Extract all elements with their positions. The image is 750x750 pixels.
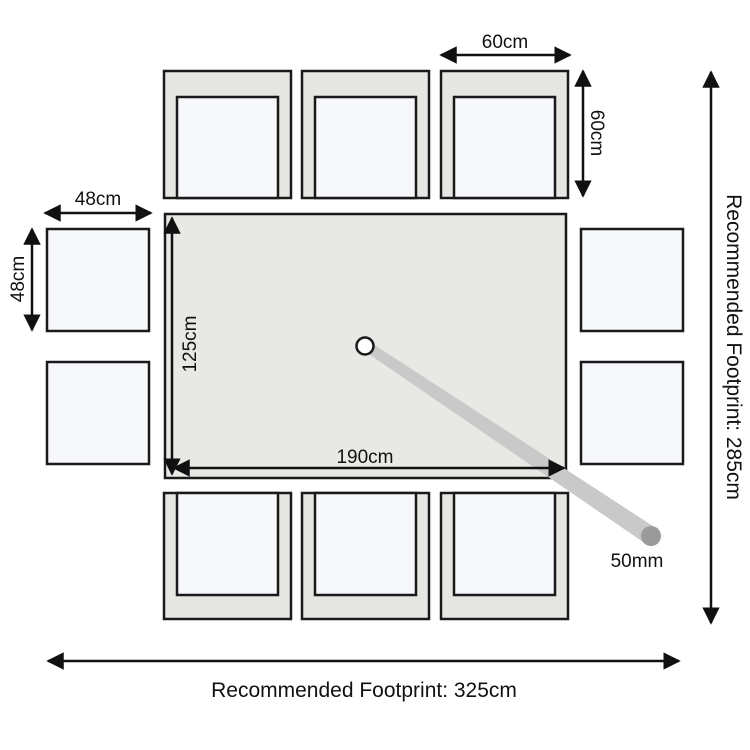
chair-top-1 bbox=[162, 69, 293, 200]
stool-left-1 bbox=[45, 227, 151, 333]
label-stool-depth: 48cm bbox=[8, 256, 29, 302]
stool-left-2 bbox=[45, 360, 151, 466]
label-chair-depth: 60cm bbox=[586, 110, 607, 156]
label-stool-width: 48cm bbox=[75, 189, 121, 210]
stool-right-2 bbox=[579, 360, 685, 466]
parasol-hole-stem bbox=[360, 342, 656, 544]
label-table-depth: 125cm bbox=[180, 315, 201, 372]
parasol-hole-dot bbox=[641, 526, 661, 546]
chair-top-2 bbox=[300, 69, 431, 200]
chair-bottom-2 bbox=[300, 491, 431, 621]
chair-top-3 bbox=[439, 69, 570, 200]
chair-bottom-3 bbox=[439, 491, 570, 621]
label-table-length: 190cm bbox=[336, 447, 393, 468]
label-footprint-depth: Recommended Footprint: 285cm bbox=[722, 194, 745, 500]
chair-bottom-1 bbox=[162, 491, 293, 621]
stool-right-1 bbox=[579, 227, 685, 333]
label-parasol-hole: 50mm bbox=[611, 551, 664, 572]
label-chair-width: 60cm bbox=[482, 32, 528, 53]
parasol-hole bbox=[355, 336, 375, 356]
label-footprint-width: Recommended Footprint: 325cm bbox=[211, 679, 517, 702]
